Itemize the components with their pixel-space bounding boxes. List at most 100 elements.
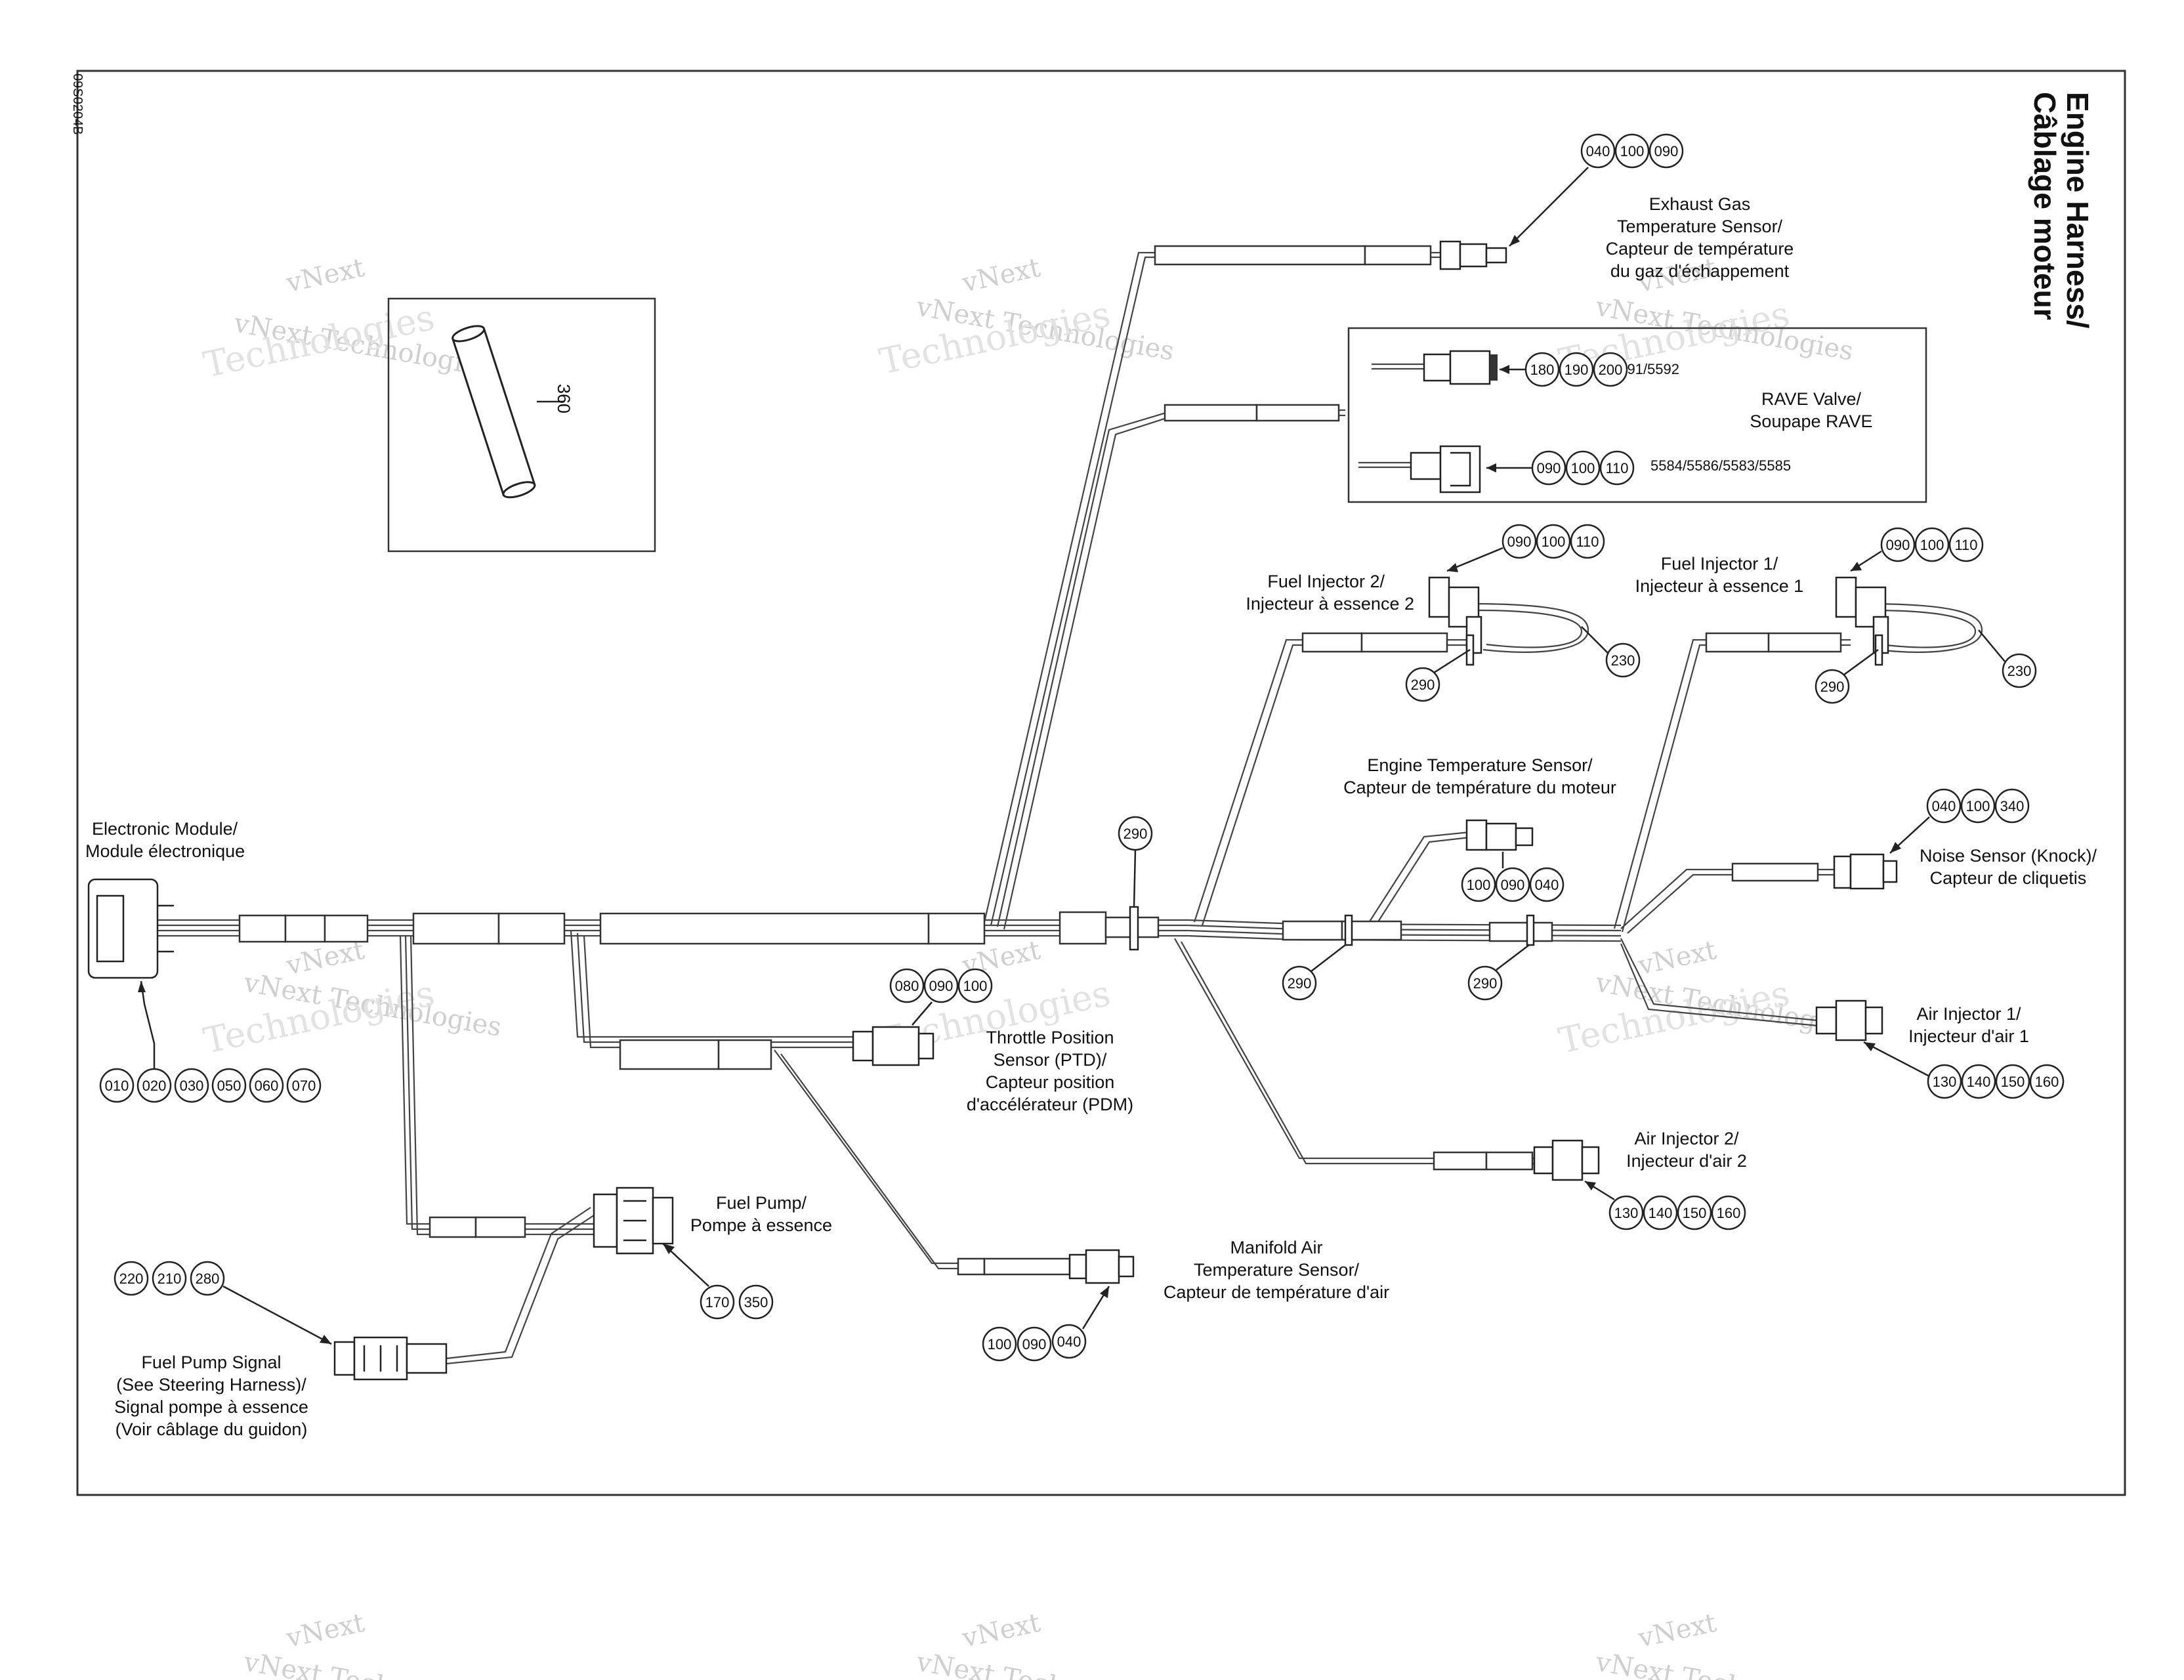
callout-clip-290-c: 290 — [1124, 826, 1148, 842]
callout-pump-signal-3: 280 — [196, 1270, 220, 1287]
callout-ecm-5: 060 — [255, 1078, 279, 1094]
air-injector-2-connector — [1533, 1139, 1600, 1181]
label-fuel-injector-1-line-2: Injecteur à essence 1 — [1635, 576, 1804, 596]
callout-pump-signal-1: 220 — [119, 1270, 144, 1287]
callout-engine-temp: 100 090 040 — [1461, 852, 1564, 902]
callout-air-injector-2: 130 140 150 160 — [1584, 1180, 1746, 1230]
label-pump-signal-line-3: Signal pompe à essence — [114, 1397, 308, 1417]
label-exhaust-line-2: Temperature Sensor/ — [1617, 217, 1783, 236]
callouts: 040 100 090 180 190 200 090 100 110 090 … — [99, 133, 2065, 1362]
callout-clip-230-b: 230 — [2007, 663, 2032, 679]
throttle-sensor-connector — [852, 1026, 934, 1066]
callout-air-injector-1-1: 130 — [1933, 1074, 1957, 1090]
callout-ecm-2: 020 — [142, 1078, 167, 1094]
noise-sensor-connector — [1833, 853, 1898, 890]
label-rave-line-2: Soupape RAVE — [1750, 411, 1872, 431]
label-throttle-line-3: Capteur position — [986, 1072, 1115, 1092]
label-fuel-pump-line-1: Fuel Pump/ — [716, 1193, 807, 1213]
fuel-pump-connector — [593, 1186, 674, 1255]
label-exhaust-line-1: Exhaust Gas — [1649, 194, 1751, 214]
callout-manifold-1: 100 — [988, 1336, 1012, 1353]
callout-fuel-pump-2: 350 — [744, 1294, 768, 1311]
inset-part-number: 360 — [554, 384, 574, 413]
label-manifold-line-2: Temperature Sensor/ — [1194, 1260, 1360, 1280]
sleeves — [238, 245, 1842, 1276]
label-exhaust: Exhaust Gas Temperature Sensor/ Capteur … — [1606, 194, 1794, 281]
label-air-injector-2-line-1: Air Injector 2/ — [1634, 1129, 1739, 1148]
callout-clips: 290 230 290 230 290 290 290 — [1118, 626, 2037, 1001]
label-fuel-pump-line-2: Pompe à essence — [690, 1215, 832, 1235]
label-rave-model-2: 5584/5586/5583/5585 — [1650, 457, 1791, 474]
callout-noise-1: 040 — [1932, 798, 1956, 814]
label-throttle-line-1: Throttle Position — [986, 1028, 1114, 1047]
callout-fuel-pump-1: 170 — [705, 1294, 730, 1311]
label-air-injector-1-line-1: Air Injector 1/ — [1916, 1004, 2021, 1024]
callout-rave1: 180 190 200 — [1500, 352, 1628, 387]
callout-engine-temp-1: 100 — [1467, 877, 1491, 893]
label-exhaust-line-4: du gaz d'échappement — [1610, 261, 1790, 281]
labels: Exhaust Gas Temperature Sensor/ Capteur … — [85, 194, 2097, 1439]
label-pump-signal-line-4: (Voir câblage du guidon) — [116, 1419, 308, 1439]
callout-air-injector-1-2: 140 — [1967, 1074, 1991, 1090]
callout-fuel-injector-1: 090 100 110 — [1850, 527, 1984, 572]
callout-ecm-4: 050 — [217, 1078, 242, 1094]
callout-fuel-injector-2: 090 100 110 — [1446, 524, 1605, 572]
callout-clip-230-a: 230 — [1611, 652, 1635, 669]
label-rave: RAVE Valve/ Soupape RAVE — [1750, 389, 1872, 431]
callout-rave2-3: 110 — [1605, 460, 1628, 476]
callout-air-injector-1-3: 150 — [2001, 1074, 2025, 1090]
label-fuel-injector-2-line-1: Fuel Injector 2/ — [1267, 572, 1385, 591]
callout-fuel-pump: 170 350 — [662, 1243, 774, 1320]
label-engine-temp-line-1: Engine Temperature Sensor/ — [1367, 755, 1593, 775]
engine-temp-connector — [1465, 819, 1534, 851]
callout-exhaust-3: 090 — [1654, 143, 1679, 159]
label-rave-line-1: RAVE Valve/ — [1761, 389, 1862, 409]
label-ecm-line-1: Electronic Module/ — [92, 819, 238, 839]
fuel-pump-signal-connector — [333, 1336, 448, 1381]
doc-code: 09S0204B — [70, 74, 85, 135]
callout-noise-3: 340 — [2000, 798, 2025, 814]
callout-exhaust-1: 040 — [1586, 143, 1610, 159]
callout-noise: 040 100 340 — [1889, 788, 2030, 854]
tie-5 — [1874, 634, 1883, 666]
callout-air-injector-2-1: 130 — [1614, 1205, 1639, 1221]
label-exhaust-line-3: Capteur de température — [1606, 239, 1794, 259]
callout-throttle-2: 090 — [929, 978, 954, 994]
tie-3 — [1526, 914, 1535, 946]
label-fuel-injector-2-line-2: Injecteur à essence 2 — [1246, 594, 1414, 614]
label-throttle: Throttle Position Sensor (PTD)/ Capteur … — [967, 1028, 1133, 1114]
callout-air-injector-2-2: 140 — [1648, 1205, 1673, 1221]
callout-manifold-2: 090 — [1022, 1336, 1047, 1353]
callout-air-injector-2-3: 150 — [1683, 1205, 1707, 1221]
callout-fuel-injector-1-3: 110 — [1954, 537, 1977, 553]
callout-fuel-injector-2-3: 110 — [1576, 534, 1599, 550]
callout-rave2-1: 090 — [1537, 460, 1561, 476]
callout-ecm-1: 010 — [105, 1078, 129, 1094]
label-noise-line-2: Capteur de cliquetis — [1930, 868, 2087, 888]
label-manifold-line-1: Manifold Air — [1230, 1238, 1322, 1257]
label-air-injector-1: Air Injector 1/ Injecteur d'air 1 — [1908, 1004, 2029, 1046]
label-manifold-line-3: Capteur de température d'air — [1164, 1282, 1389, 1302]
air-injector-1-connector — [1815, 999, 1883, 1041]
exhaust-sensor-connector — [1439, 240, 1507, 270]
callout-rave1-1: 180 — [1530, 362, 1555, 378]
title-line-2: Câblage moteur — [2028, 92, 2062, 320]
callout-clip-290-b: 290 — [1820, 679, 1845, 695]
rave2-connector — [1410, 445, 1481, 494]
callout-rave2-2: 100 — [1571, 460, 1595, 476]
label-ecm: Electronic Module/ Module électronique — [85, 819, 245, 861]
diagram-frame — [76, 70, 2126, 1496]
callout-air-injector-1-4: 160 — [2035, 1074, 2059, 1090]
label-noise: Noise Sensor (Knock)/ Capteur de cliquet… — [1920, 846, 2097, 888]
callout-rave1-3: 200 — [1599, 362, 1623, 378]
label-fuel-injector-1-line-1: Fuel Injector 1/ — [1661, 554, 1778, 574]
inset-tube: 360 — [387, 297, 656, 553]
label-throttle-line-2: Sensor (PTD)/ — [994, 1050, 1107, 1070]
callout-clip-290-d: 290 — [1288, 975, 1312, 992]
callout-clip-290-a: 290 — [1411, 677, 1435, 693]
label-engine-temp-line-2: Capteur de température du moteur — [1343, 778, 1616, 797]
label-air-injector-2-line-2: Injecteur d'air 2 — [1626, 1151, 1747, 1171]
label-engine-temp: Engine Temperature Sensor/ Capteur de te… — [1343, 755, 1616, 797]
callout-ecm: 010 020 030 050 060 070 — [99, 980, 322, 1103]
